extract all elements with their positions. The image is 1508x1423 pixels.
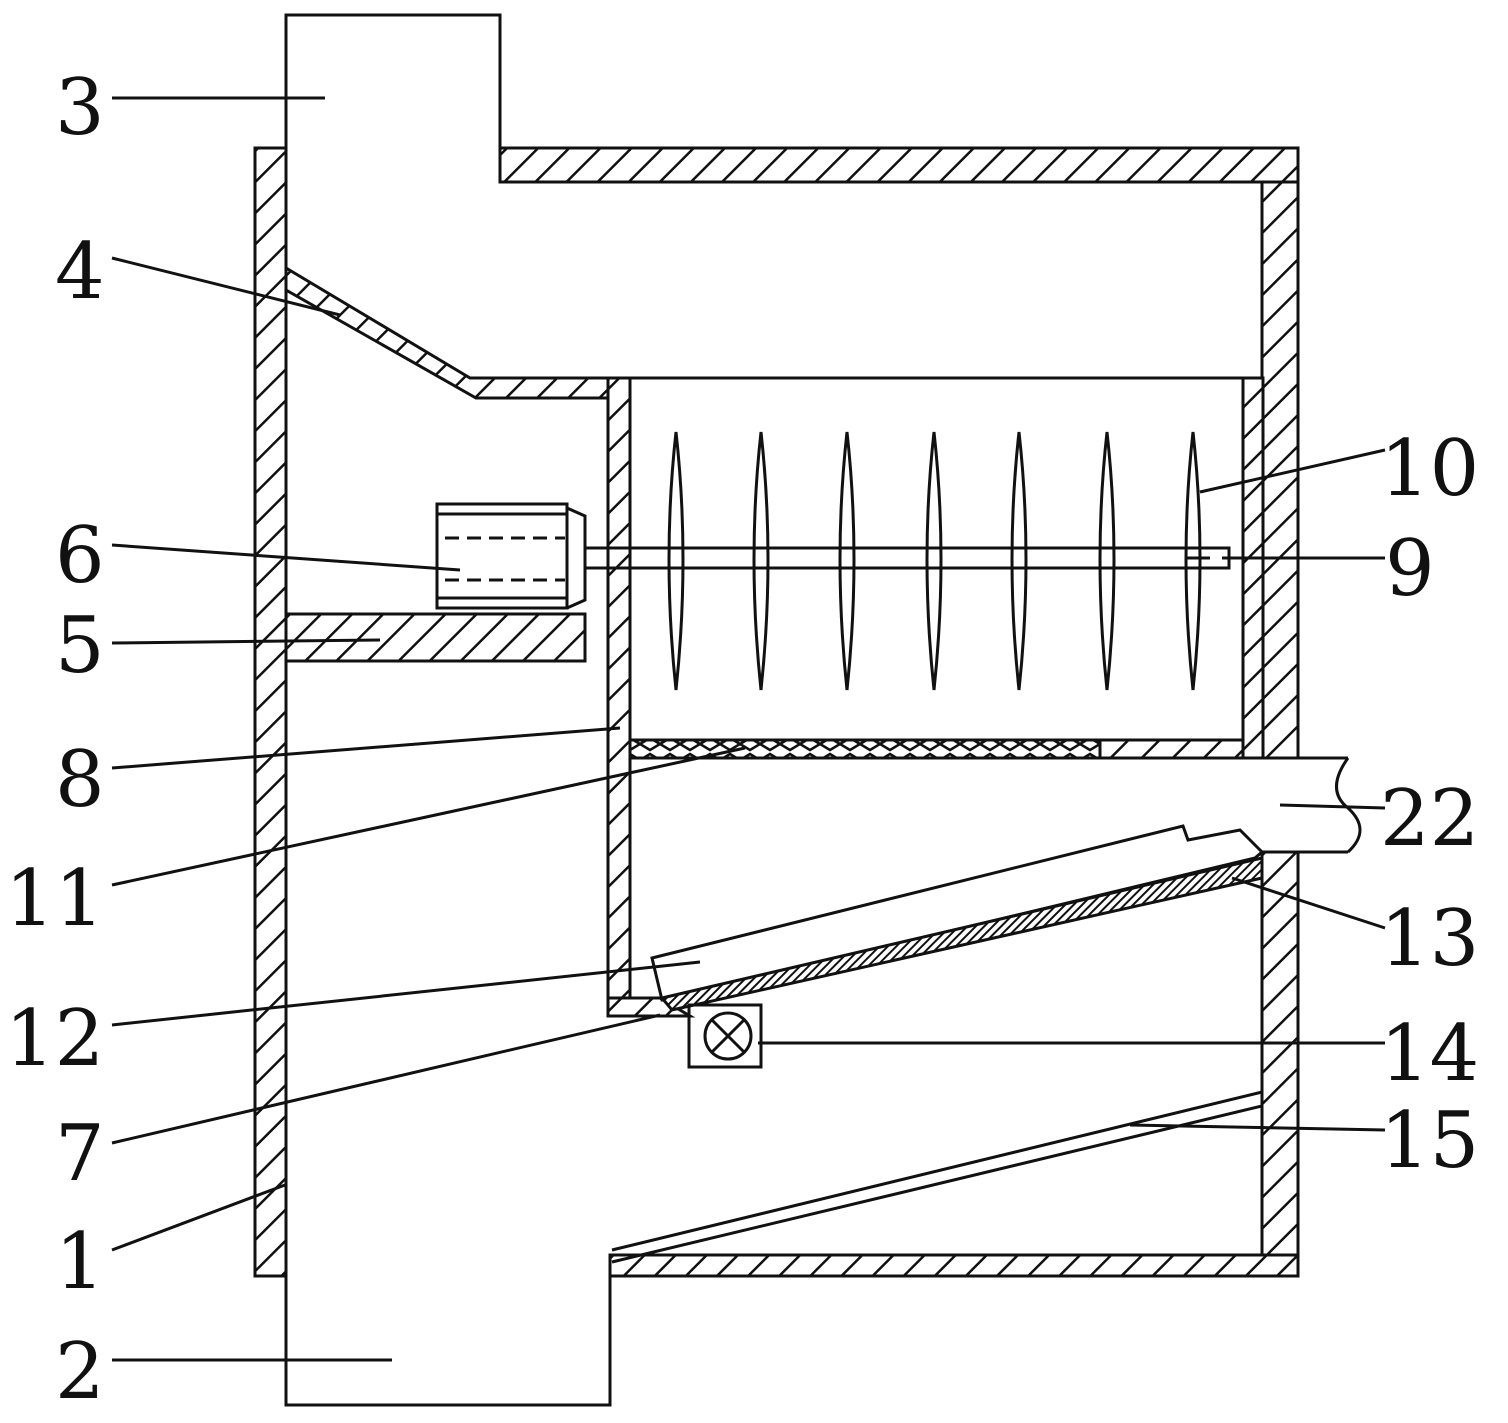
outer-housing: [253, 146, 1300, 1278]
spring-band: [659, 856, 1264, 1012]
vertical-duct: [284, 13, 612, 1407]
motor-support-plate: [284, 612, 587, 663]
callout-6: 6: [55, 511, 105, 601]
deflector-plate: [611, 1090, 1264, 1264]
blade-3: [838, 431, 856, 691]
pivot-circle: [703, 1011, 753, 1061]
blade-5: [1010, 431, 1028, 691]
pivot-box: [687, 1003, 763, 1069]
screening-assembly: [606, 824, 1265, 1264]
bottom-outer-wall: [608, 1253, 1300, 1278]
blade-2: [752, 431, 770, 691]
callout-2: 2: [55, 1327, 105, 1417]
callout-11: 11: [5, 854, 104, 944]
callout-1: 1: [55, 1217, 105, 1307]
callout-15: 15: [1380, 1096, 1479, 1186]
blade-4: [925, 431, 943, 691]
right-outer-wall-lower: [1260, 850, 1300, 1278]
callout-4: 4: [55, 227, 105, 317]
chamber-right-wall: [1241, 376, 1265, 760]
callout-7: 7: [55, 1109, 105, 1199]
left-outer-wall: [253, 146, 288, 1278]
blade-1: [667, 431, 685, 691]
top-outer-wall: [498, 146, 1300, 184]
callout-8: 8: [55, 735, 105, 825]
callout-3: 3: [55, 63, 105, 153]
callout-9: 9: [1385, 524, 1435, 614]
callout-13: 13: [1380, 894, 1479, 984]
motor: [435, 502, 587, 610]
callout-14: 14: [1380, 1009, 1479, 1099]
leader-lines: [111, 96, 1386, 1362]
top-inlet-pipe: [284, 13, 502, 182]
guide-plate: [284, 265, 612, 400]
motor-end-cap: [566, 506, 587, 610]
bottom-outlet-pipe: [284, 1255, 612, 1407]
chamber-left-wall: [606, 376, 632, 1000]
callout-5: 5: [55, 601, 105, 691]
crushing-blades: [667, 431, 1202, 691]
callout-12: 12: [5, 994, 104, 1084]
blade-6: [1098, 431, 1116, 691]
blade-7: [1184, 431, 1202, 691]
chamber-floor-solid: [1098, 738, 1245, 760]
motor-body: [435, 502, 569, 610]
callout-labels: 3 4 6 5 8 11 12 7 1 2 10 9 22 13 14 15: [5, 63, 1479, 1417]
callout-22: 22: [1380, 774, 1479, 864]
callout-10: 10: [1380, 424, 1479, 514]
sieve-tray: [650, 824, 1265, 1002]
screen-mesh: [628, 738, 1102, 760]
